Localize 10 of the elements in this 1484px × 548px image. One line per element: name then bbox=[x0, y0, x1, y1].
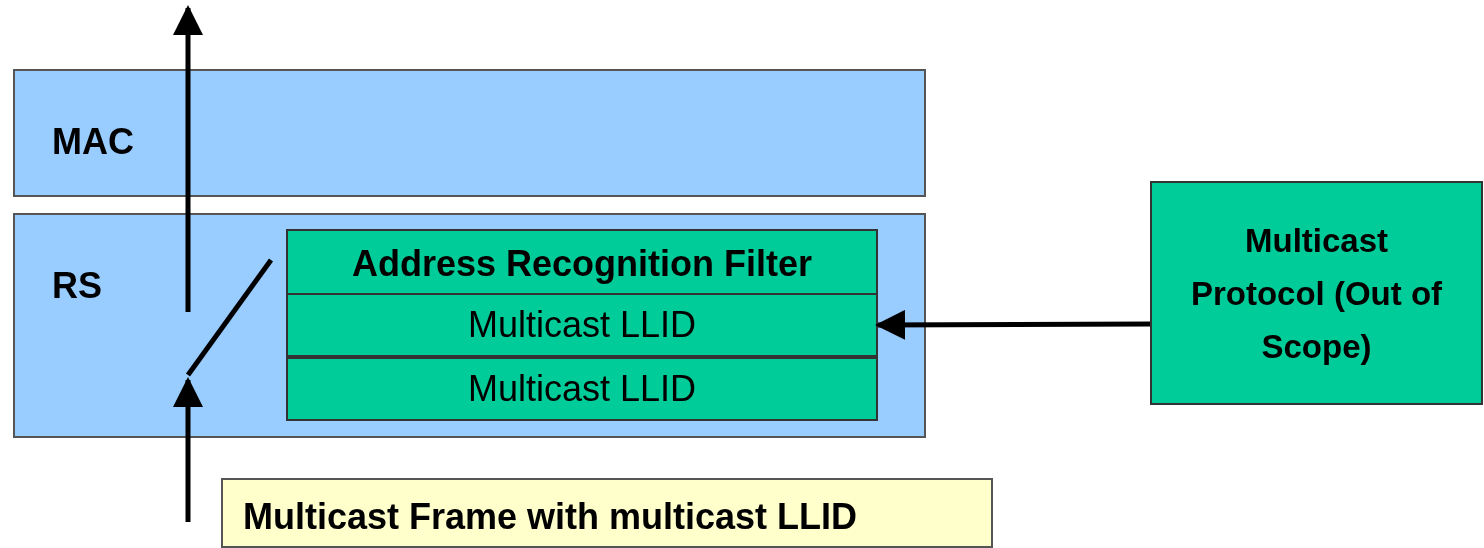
frame-note-box: Multicast Frame with multicast LLID bbox=[221, 478, 993, 548]
protocol-box: Multicast Protocol (Out of Scope) bbox=[1150, 181, 1483, 405]
layer-label: RS bbox=[52, 265, 102, 307]
layer-label: MAC bbox=[52, 121, 134, 163]
filter-heading: Address Recognition Filter bbox=[350, 243, 814, 285]
arrow bbox=[173, 377, 203, 522]
arrow bbox=[173, 5, 203, 312]
filter-block bbox=[286, 229, 878, 421]
arrow bbox=[875, 309, 1150, 340]
llid-row: Multicast LLID bbox=[286, 293, 878, 357]
